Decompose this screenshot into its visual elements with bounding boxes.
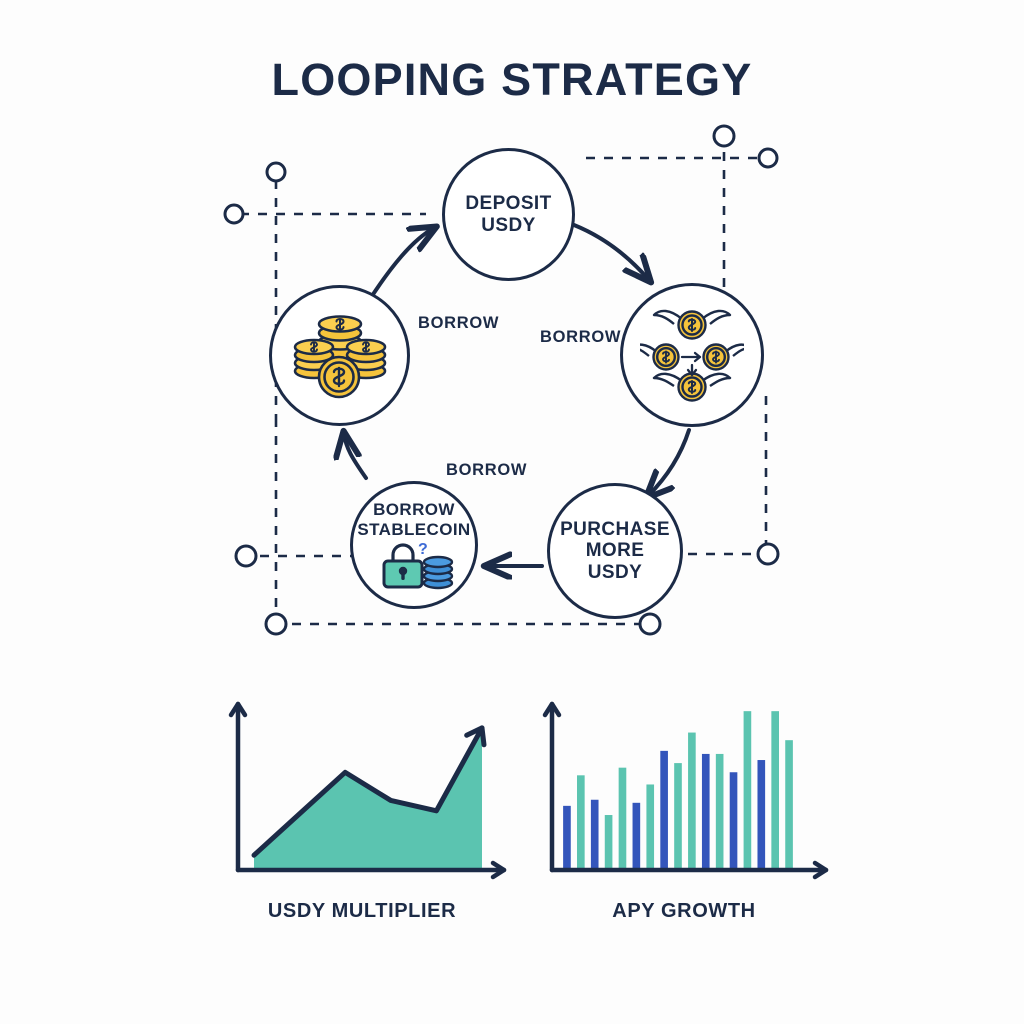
node-purchase-more-usdy[interactable]: PURCHASE MORE USDY bbox=[547, 483, 683, 619]
arrow-deposit-to-flying bbox=[572, 223, 649, 280]
chart-usdy-multiplier-caption: USDY MULTIPLIER bbox=[267, 900, 457, 922]
node-flying-coins[interactable] bbox=[620, 283, 764, 427]
usdy-multiplier-area-chart bbox=[228, 701, 507, 880]
chart-apy-growth-caption: APY GROWTH bbox=[612, 900, 756, 922]
gold-coin-stacks-icon bbox=[288, 309, 392, 403]
padlock-icon bbox=[382, 542, 424, 589]
chart-usdy-multiplier: USDY MULTIPLIER bbox=[212, 690, 512, 950]
svg-text:?: ? bbox=[418, 541, 428, 558]
arrow-borrow-to-coins bbox=[344, 434, 368, 480]
flow-label-borrow-3: BORROW bbox=[446, 461, 528, 479]
bar bbox=[674, 763, 682, 870]
flow-arrows bbox=[344, 223, 691, 566]
node-purchase-label: PURCHASE MORE USDY bbox=[560, 519, 670, 583]
bar bbox=[729, 772, 738, 870]
apy-growth-bar-chart bbox=[542, 701, 829, 880]
looping-strategy-diagram: DEPOSIT USDY bbox=[200, 118, 824, 658]
bar bbox=[632, 802, 641, 870]
node-deposit-label: DEPOSIT USDY bbox=[465, 193, 552, 236]
chart-apy-growth: APY GROWTH bbox=[534, 690, 834, 950]
bar bbox=[604, 815, 613, 870]
bar bbox=[618, 767, 627, 870]
flying-coins-icon bbox=[630, 307, 752, 403]
charts-row: USDY MULTIPLIER APY GROWTH bbox=[0, 690, 1024, 950]
flow-label-borrow-2: BORROW bbox=[540, 328, 622, 346]
node-borrow-stablecoin-label: BORROW STABLECOIN bbox=[357, 500, 471, 539]
bar bbox=[715, 753, 724, 870]
bar bbox=[771, 711, 779, 870]
arrow-coins-to-deposit bbox=[366, 228, 434, 304]
bar bbox=[701, 753, 710, 870]
blue-coin-stack-icon bbox=[422, 555, 454, 589]
page-title: LOOPING STRATEGY bbox=[271, 54, 753, 105]
bar bbox=[660, 750, 668, 870]
bar bbox=[785, 740, 793, 870]
bar bbox=[577, 775, 585, 870]
node-deposit-usdy[interactable]: DEPOSIT USDY bbox=[442, 148, 575, 281]
diagram-connectors bbox=[223, 124, 780, 636]
bar bbox=[688, 732, 696, 870]
flow-label-borrow-1: BORROW bbox=[418, 314, 500, 332]
bar bbox=[743, 711, 752, 870]
arrow-flying-to-purchase bbox=[648, 428, 691, 496]
bar bbox=[563, 805, 571, 870]
lock-coins-icon: ? bbox=[370, 540, 458, 590]
bar bbox=[590, 799, 599, 870]
question-mark-icon: ? bbox=[418, 541, 428, 558]
bar bbox=[646, 784, 655, 870]
node-coin-stacks[interactable] bbox=[269, 285, 410, 426]
decorative-node-dots bbox=[223, 124, 780, 636]
bar bbox=[757, 760, 766, 870]
node-borrow-stablecoin[interactable]: BORROW STABLECOIN ? bbox=[350, 481, 478, 609]
